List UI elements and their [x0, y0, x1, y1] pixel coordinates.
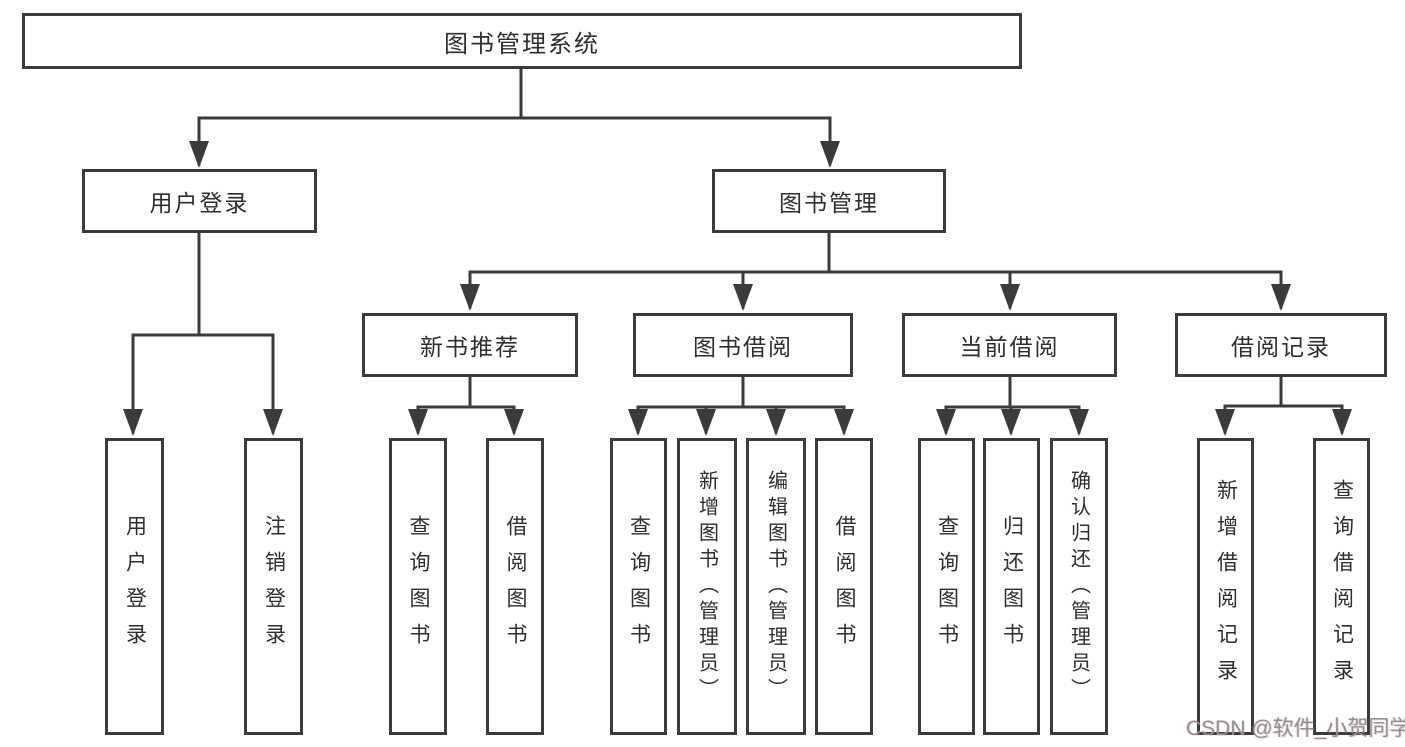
leaf-logout: 注销登录	[244, 438, 303, 735]
leaf-user-login: 用户登录	[105, 438, 164, 735]
node-user-login: 用户登录	[82, 169, 317, 233]
connector-root-to-level2	[189, 67, 840, 168]
leaf-add-book-admin: 新增图书（管理员）	[677, 438, 737, 735]
leaf-borrow-book: 借阅图书	[815, 438, 873, 735]
leaf-recommend-query-book: 查询图书	[389, 438, 447, 735]
connector-login-to-leaves	[123, 231, 283, 436]
node-current-borrow: 当前借阅	[902, 313, 1117, 377]
node-new-book-recommend: 新书推荐	[362, 313, 578, 377]
node-book-borrow: 图书借阅	[633, 313, 853, 377]
leaf-confirm-return-admin: 确认归还（管理员）	[1050, 438, 1108, 735]
leaf-add-borrow-record: 新增借阅记录	[1197, 438, 1254, 735]
node-book-management: 图书管理	[712, 169, 946, 233]
leaf-query-borrow-record: 查询借阅记录	[1313, 438, 1370, 735]
node-root: 图书管理系统	[22, 13, 1022, 69]
connector-mgmt-to-level3	[460, 231, 1291, 311]
watermark: CSDN @软件_小贺同学	[1186, 717, 1405, 740]
leaf-current-query-book: 查询图书	[918, 438, 975, 735]
connector-borrow-to-leaves	[628, 375, 854, 436]
connector-current-to-leaves	[936, 375, 1089, 436]
connector-record-to-leaves	[1215, 375, 1352, 436]
leaf-recommend-borrow-book: 借阅图书	[486, 438, 544, 735]
leaf-return-book: 归还图书	[983, 438, 1040, 735]
node-borrow-record: 借阅记录	[1175, 313, 1387, 377]
leaf-edit-book-admin: 编辑图书（管理员）	[746, 438, 806, 735]
connector-recommend-to-leaves	[408, 375, 524, 436]
leaf-borrow-query-book: 查询图书	[610, 438, 667, 735]
